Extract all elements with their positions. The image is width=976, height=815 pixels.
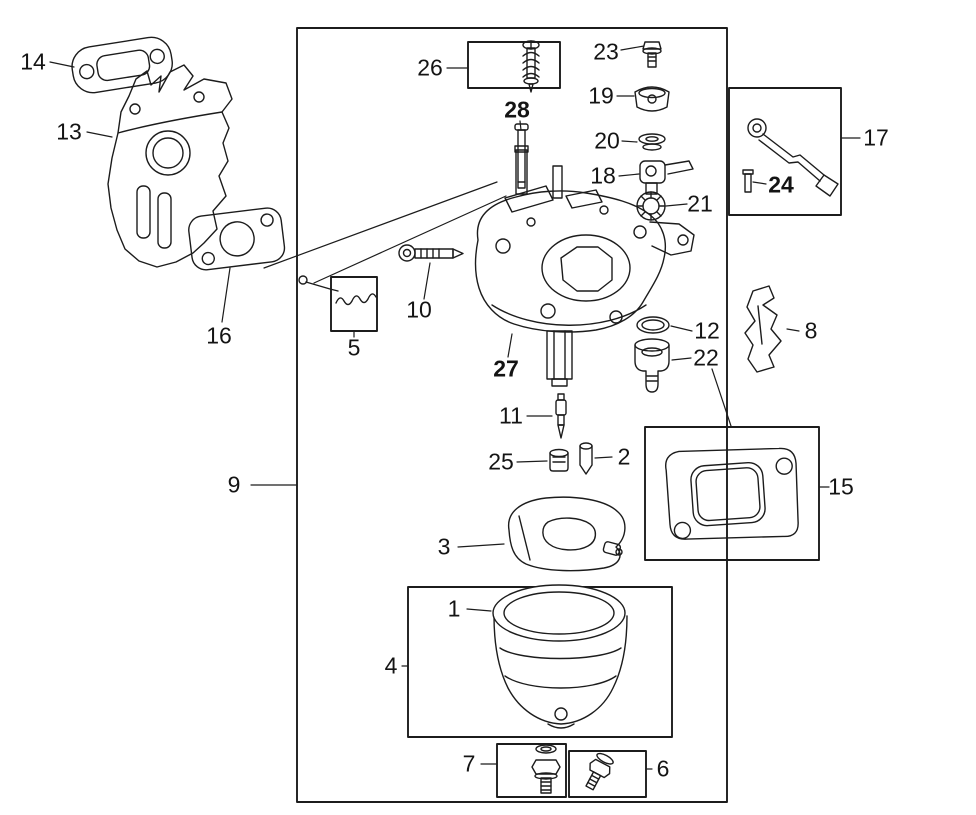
callout-18: 18 [590, 162, 616, 189]
callout-25: 25 [488, 448, 514, 475]
frame-7 [496, 743, 567, 798]
part-21-gear [636, 191, 666, 221]
callout-8: 8 [804, 317, 818, 344]
callout-24: 24 [768, 171, 794, 198]
part-5-jet-and-spring [298, 275, 377, 306]
part-8-clip [744, 285, 782, 373]
callout-5: 5 [347, 334, 361, 361]
part-14-gasket [71, 36, 173, 94]
callout-15: 15 [828, 473, 854, 500]
part-24-pin [742, 169, 754, 193]
part-6-bolt-set [585, 752, 614, 791]
callout-17: 17 [863, 124, 889, 151]
part-1-chamber-gasket [492, 584, 626, 642]
callout-12: 12 [694, 317, 720, 344]
part-12-o-ring [636, 316, 670, 334]
frame-15 [644, 426, 820, 561]
callout-6: 6 [656, 755, 670, 782]
callout-20: 20 [594, 127, 620, 154]
callout-27: 27 [493, 355, 519, 382]
callout-21: 21 [687, 190, 713, 217]
part-11-float-valve [555, 393, 567, 439]
part-25-filter [549, 448, 569, 472]
part-15-flange-gasket [665, 447, 799, 540]
frame-26 [467, 41, 561, 89]
part-3-float [508, 496, 626, 572]
callout-7: 7 [462, 750, 476, 777]
part-10-screw [398, 244, 464, 262]
callout-4: 4 [384, 652, 398, 679]
part-2-float-pin [579, 442, 593, 475]
part-4-float-chamber [493, 615, 628, 729]
callout-3: 3 [437, 533, 451, 560]
grouping-frames [296, 27, 842, 803]
part-17-choke-lever [747, 118, 839, 197]
frame-6 [568, 750, 647, 798]
frame-5 [330, 276, 378, 332]
leader-lines [49, 45, 861, 770]
callout-16: 16 [206, 322, 232, 349]
callout-11: 11 [499, 402, 523, 429]
part-20-washer [638, 133, 666, 151]
callout-23: 23 [593, 38, 619, 65]
callout-28: 28 [504, 96, 530, 123]
part-27-carburetor-body [474, 145, 695, 387]
part-22-valve-assembly [634, 338, 670, 393]
part-18-fuel-valve [639, 160, 694, 195]
callout-2: 2 [617, 443, 631, 470]
part-16-gasket [188, 207, 286, 271]
part-13-bracket [107, 64, 233, 268]
callout-9: 9 [227, 471, 241, 498]
callout-13: 13 [56, 118, 82, 145]
callout-26: 26 [417, 54, 443, 81]
callout-22: 22 [693, 344, 719, 371]
part-28-pin [514, 123, 529, 189]
part-26-pilot-screw [522, 40, 540, 93]
callout-14: 14 [20, 48, 46, 75]
callout-10: 10 [406, 296, 432, 323]
callout-19: 19 [588, 82, 614, 109]
part-7-drain-screw-set [531, 744, 561, 794]
callout-1: 1 [447, 595, 461, 622]
frame-17 [728, 87, 842, 216]
part-19-cap [634, 86, 670, 112]
part-23-bolt [642, 41, 662, 68]
